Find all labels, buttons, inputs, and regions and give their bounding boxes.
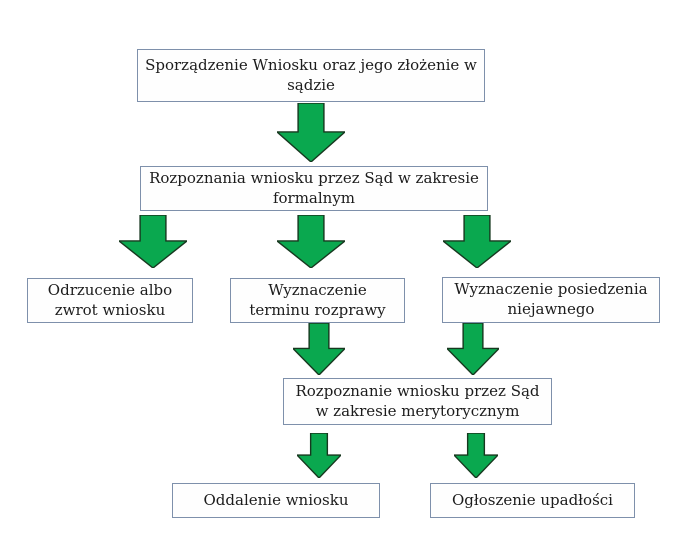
node-rejection-return: Odrzucenie albo zwrot wniosku (27, 278, 193, 323)
node-dismissal: Oddalenie wniosku (172, 483, 380, 518)
node-bankruptcy-declared-label: Ogłoszenie upadłości (452, 490, 613, 509)
node-merits-review: Rozpoznanie wniosku przez Sąd w zakresie… (283, 378, 552, 425)
node-bankruptcy-declared: Ogłoszenie upadłości (430, 483, 635, 518)
flow-arrow-down-icon (443, 215, 511, 268)
node-rejection-return-label: Odrzucenie albo zwrot wniosku (47, 280, 173, 319)
flow-arrow-down-icon (119, 215, 187, 268)
node-closed-session-label: Wyznaczenie posiedzenia niejawnego (454, 280, 648, 318)
flow-arrow-down-icon (297, 433, 341, 478)
flow-arrow-down-icon (447, 323, 499, 375)
node-formal-review-label: Rozpoznania wniosku przez Sąd w zakresie… (149, 168, 479, 207)
node-start: Sporządzenie Wniosku oraz jego złożenie … (137, 49, 485, 102)
node-hearing-date: Wyznaczenie terminu rozprawy (230, 278, 405, 323)
node-formal-review: Rozpoznania wniosku przez Sąd w zakresie… (140, 166, 488, 211)
flow-arrow-down-icon (277, 215, 345, 268)
node-start-label: Sporządzenie Wniosku oraz jego złożenie … (145, 55, 477, 94)
node-closed-session: Wyznaczenie posiedzenia niejawnego (442, 277, 660, 323)
node-merits-review-label: Rozpoznanie wniosku przez Sąd w zakresie… (295, 381, 540, 420)
node-dismissal-label: Oddalenie wniosku (203, 490, 349, 509)
flow-arrow-down-icon (293, 323, 345, 375)
node-hearing-date-label: Wyznaczenie terminu rozprawy (249, 280, 386, 319)
flow-arrow-down-icon (454, 433, 498, 478)
flow-arrow-down-icon (277, 103, 345, 162)
